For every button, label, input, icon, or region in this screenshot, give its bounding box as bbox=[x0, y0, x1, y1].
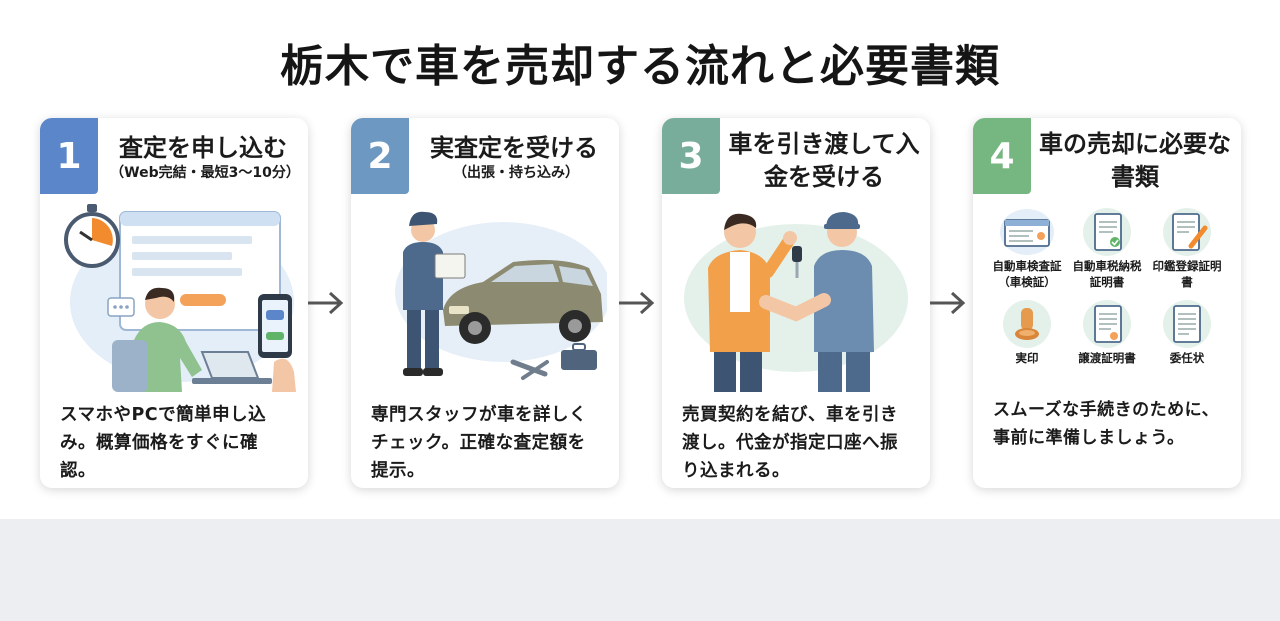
handover-illustration bbox=[684, 212, 908, 392]
step-card-1: 1 査定を申し込む （Web完結・最短3〜10分） bbox=[40, 118, 308, 488]
document-label: 自動車検査証（車検証） bbox=[992, 259, 1062, 289]
step-number-badge: 1 bbox=[40, 118, 98, 194]
document-item: 実印 bbox=[987, 300, 1067, 366]
footer-band bbox=[0, 519, 1280, 621]
seal-registration-certificate-icon bbox=[1163, 208, 1211, 256]
document-label: 委任状 bbox=[1169, 351, 1205, 365]
document-item: 譲渡証明書 bbox=[1067, 300, 1147, 366]
power-of-attorney-icon bbox=[1163, 300, 1211, 348]
step-title: 査定を申し込む bbox=[119, 134, 287, 162]
step-number-badge: 3 bbox=[662, 118, 720, 194]
step-number-badge: 4 bbox=[973, 118, 1031, 194]
step-number-badge: 2 bbox=[351, 118, 409, 194]
step-title: 車の売却に必要な書類 bbox=[1039, 130, 1231, 191]
arrow-right-icon bbox=[619, 291, 655, 315]
tools-icon bbox=[510, 343, 597, 380]
document-item: 自動車検査証（車検証） bbox=[987, 208, 1067, 290]
step-subtitle: （出張・持ち込み） bbox=[453, 165, 579, 181]
stopwatch-icon bbox=[64, 204, 120, 268]
page-title: 栃木で車を売却する流れと必要書類 bbox=[280, 41, 1000, 92]
step-card-4: 4 車の売却に必要な書類 自動車検査証（車検証） 自動車税納税証明書 bbox=[973, 118, 1241, 488]
vehicle-inspection-certificate-icon bbox=[1000, 209, 1054, 255]
step-subtitle: （Web完結・最短3〜10分） bbox=[110, 165, 300, 181]
tax-certificate-icon bbox=[1083, 208, 1131, 256]
transfer-certificate-icon bbox=[1083, 300, 1131, 348]
arrow-right-icon bbox=[930, 291, 966, 315]
step-title: 実査定を受ける bbox=[430, 134, 598, 162]
arrow-right-icon bbox=[308, 291, 344, 315]
car-key-icon bbox=[792, 246, 802, 278]
step-card-3: 3 車を引き渡して入金を受ける 売買契約を結び、車を引き渡し。代金が指定口座へ振… bbox=[662, 118, 930, 488]
document-label: 実印 bbox=[1015, 351, 1039, 365]
step-description: 売買契約を結び、車を引き渡し。代金が指定口座へ振り込まれる。 bbox=[682, 405, 898, 481]
document-label: 自動車税納税証明書 bbox=[1072, 259, 1142, 289]
online-application-illustration bbox=[64, 204, 296, 392]
step-card-2: 2 実査定を受ける （出張・持ち込み） 専門スタッフが車を詳しくチェック。正確な… bbox=[351, 118, 619, 488]
car-inspection-illustration bbox=[395, 211, 607, 380]
step-description: スムーズな手続きのために、事前に準備しましょう。 bbox=[993, 400, 1220, 448]
step-description: スマホやPCで簡単申し込み。概算価格をすぐに確認。 bbox=[60, 405, 267, 481]
step-title: 車を引き渡して入金を受ける bbox=[728, 130, 920, 191]
document-label: 譲渡証明書 bbox=[1078, 351, 1136, 365]
document-item: 自動車税納税証明書 bbox=[1067, 208, 1147, 290]
document-item: 委任状 bbox=[1147, 300, 1227, 366]
seal-stamp-icon bbox=[1003, 300, 1051, 348]
step-description: 専門スタッフが車を詳しくチェック。正確な査定額を提示。 bbox=[371, 405, 587, 481]
document-item: 印鑑登録証明書 bbox=[1147, 208, 1227, 290]
document-label: 印鑑登録証明書 bbox=[1152, 259, 1222, 289]
